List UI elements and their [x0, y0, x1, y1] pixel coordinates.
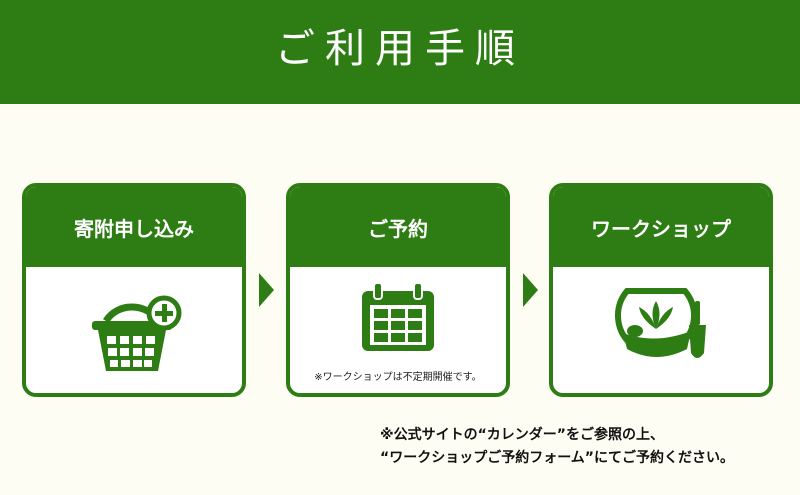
step-label: ワークショップ: [591, 216, 731, 241]
step-header: ご予約: [290, 187, 506, 267]
footer-line-1: ※公式サイトの“カレンダー”をご参照の上、: [380, 427, 665, 443]
step-label: ご予約: [368, 216, 428, 241]
footer-note: ※公式サイトの“カレンダー”をご参照の上、 “ワークショップご予約フォーム”にて…: [380, 424, 734, 470]
step-header: 寄附申し込み: [26, 187, 242, 267]
next-arrow: [259, 273, 274, 307]
step-body: ※ワークショップは不定期開催です。: [290, 267, 506, 393]
footer-line-2: “ワークショップご予約フォーム”にてご予約ください。: [380, 450, 734, 466]
header-banner: ご利用手順: [0, 0, 800, 104]
calendar-icon: [358, 282, 438, 357]
step-card-workshop: ワークショップ: [549, 183, 773, 397]
step-body: [553, 267, 769, 393]
step-label: 寄附申し込み: [74, 216, 194, 241]
step-card-donation: 寄附申し込み: [22, 183, 246, 397]
basket-plus-icon: [86, 285, 182, 377]
page-title: ご利用手順: [275, 26, 525, 72]
terrarium-trowel-icon: [609, 283, 713, 373]
next-arrow: [523, 273, 538, 307]
step-header: ワークショップ: [553, 187, 769, 267]
step-card-reservation: ご予約 ※ワークショップは不定期開催です。: [286, 183, 510, 397]
step-body: [26, 267, 242, 393]
step-note: ※ワークショップは不定期開催です。: [314, 372, 482, 383]
